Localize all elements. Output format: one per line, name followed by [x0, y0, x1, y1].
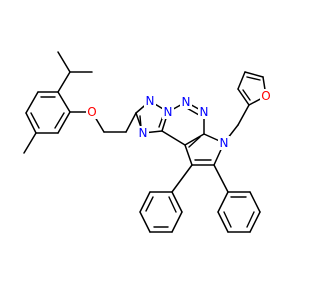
atom-n-triazole-top: N [144, 94, 156, 108]
atom-n-pyrimidine-right: N [198, 105, 210, 119]
atom-o-ether: O [86, 105, 98, 119]
methyl-bond [23, 132, 37, 154]
phenyl-ring-lower-left [139, 191, 183, 233]
atom-label-layer: N N N N N N O O [86, 89, 272, 150]
atom-label-text: O [261, 89, 270, 103]
atom-label-text: O [87, 105, 96, 119]
atom-label-text: N [200, 105, 209, 119]
phenyl-left-attach [171, 164, 193, 193]
atom-label-text: N [139, 126, 148, 140]
chemical-structure-diagram: N N N N N N O O [23, 51, 272, 233]
aryl-ring-left [25, 91, 71, 134]
atom-label-text: N [164, 105, 173, 119]
atom-label-text: N [220, 136, 229, 150]
atom-o-furan: O [260, 89, 272, 103]
atom-label-text: N [182, 95, 191, 109]
ether-linkage [69, 111, 137, 133]
phenyl-ring-lower-right [217, 191, 261, 233]
isopropyl-group [57, 51, 93, 93]
phenyl-right-attach [213, 164, 229, 193]
atom-label-text: N [146, 94, 155, 108]
atom-n-triazole-bottom: N [137, 126, 149, 140]
atom-n-pyrimidine-top: N [180, 95, 192, 109]
atom-n-triazole-left: N [162, 105, 174, 119]
atom-n-pyrrole: N [218, 136, 230, 150]
